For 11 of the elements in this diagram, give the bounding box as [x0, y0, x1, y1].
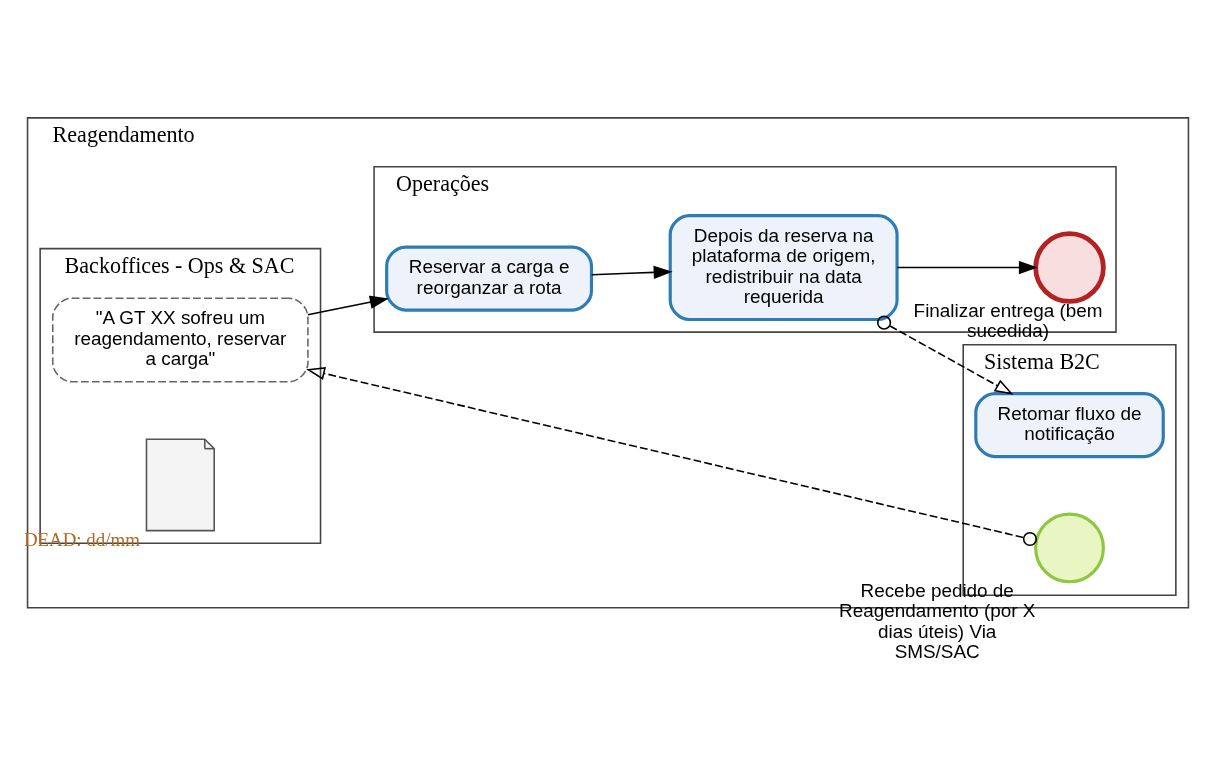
node-box: "A GT XX sofreu um reagendamento, reservar a carga" [51, 297, 309, 383]
arrow [896, 260, 1038, 275]
node-circle [1033, 231, 1106, 304]
arrow [306, 367, 1038, 547]
node-box: Retomar fluxo de notificação [974, 392, 1165, 459]
node-circle [1034, 512, 1105, 584]
arrow [307, 295, 389, 316]
arrow [590, 265, 673, 280]
node-box: Reservar a carga e reorganzar a rota [385, 245, 594, 312]
node-box: Depois da reserva na plataforma de origem, redistribuir na data requerida [668, 214, 899, 322]
arrow [877, 315, 1014, 395]
